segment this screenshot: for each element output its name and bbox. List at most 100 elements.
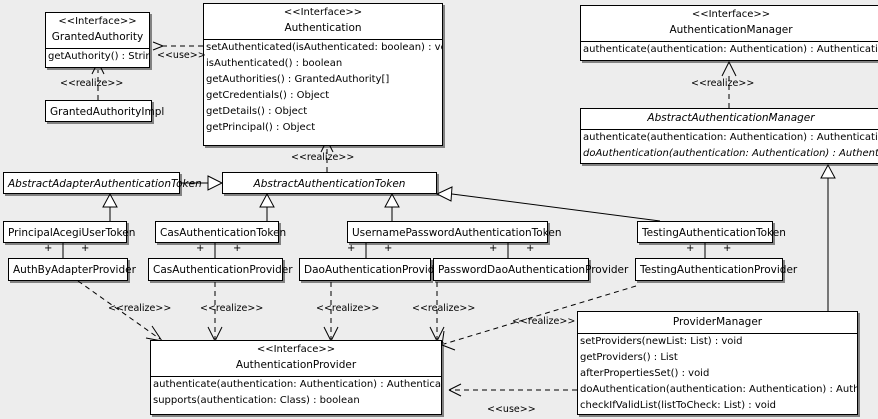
class-header-authentication-provider: <<Interface>> AuthenticationProvider (151, 341, 441, 377)
class-name-label: TestingAuthenticationToken (642, 227, 786, 239)
class-box-granted-authority-impl[interactable]: GrantedAuthorityImpl (45, 100, 165, 124)
class-name-label: AbstractAuthenticationToken (253, 178, 406, 190)
operation-row: doAuthentication(authentication: Authent… (580, 384, 857, 396)
operation-row-abstract: doAuthentication(authentication: Authent… (583, 148, 878, 160)
operation-row: authenticate(authentication: Authenticat… (583, 132, 878, 144)
edge-label-realize-daoauthenticationprovider: <<realize>> (316, 303, 380, 314)
class-box-authentication-manager[interactable]: <<Interface>> AuthenticationManager auth… (580, 5, 878, 61)
operation-row: getAuthorities() : GrantedAuthority[] (206, 73, 390, 85)
operation-row: checkIfValidList(listToCheck: List) : vo… (580, 400, 777, 412)
class-header-auth-by-adapter-provider: AuthByAdapterProvider (9, 259, 136, 282)
class-name-label: PasswordDaoAuthenticationProvider (438, 264, 629, 276)
assoc-plus-principalacegi-right: + (81, 243, 90, 254)
class-header-provider-manager: ProviderManager (578, 312, 857, 335)
class-header-granted-authority: <<Interface>> GrantedAuthority (46, 13, 149, 49)
edge-label-realize-authbyadapterprovider: <<realize>> (108, 303, 172, 314)
class-name-label: AbstractAuthenticationManager (647, 112, 815, 124)
edge-testingauthenticationtoken-extends-abstractauthenticationtoken (435, 186, 661, 222)
class-operations-authentication-provider: authenticate(authentication: Authenticat… (151, 377, 441, 409)
class-name-label: AuthByAdapterProvider (13, 264, 136, 276)
class-name-label: CasAuthenticationProvider (153, 264, 293, 276)
class-name-label: CasAuthenticationToken (160, 227, 287, 239)
class-header-testing-authentication-token: TestingAuthenticationToken (638, 222, 786, 245)
class-name-label: TestingAuthenticationProvider (640, 264, 798, 276)
class-box-principal-acegi-user-token[interactable]: PrincipalAcegiUserToken (3, 221, 136, 245)
class-name-label: AbstractAdapterAuthenticationToken (8, 178, 202, 190)
assoc-plus-dao-right: + (384, 243, 393, 254)
assoc-plus-principalacegi-left: + (44, 243, 53, 254)
class-name-label: AuthenticationManager (669, 23, 793, 36)
operation-row: setProviders(newList: List) : void (580, 336, 743, 348)
class-box-authentication[interactable]: <<Interface>> Authentication setAuthenti… (203, 3, 443, 146)
class-box-testing-authentication-token[interactable]: TestingAuthenticationToken (637, 221, 786, 245)
edge-label-realize-testingauthenticationprovider: <<realize>> (512, 316, 576, 327)
stereotype-label: <<Interface>> (691, 9, 771, 20)
class-box-abstract-adapter-authentication-token[interactable]: AbstractAdapterAuthenticationToken (3, 172, 202, 194)
stereotype-label: <<Interface>> (256, 344, 336, 355)
class-box-username-password-authentication-token[interactable]: UsernamePasswordAuthenticationToken (347, 221, 562, 245)
operation-row: authenticate(authentication: Authenticat… (153, 378, 441, 390)
class-operations-authentication: setAuthenticated(isAuthenticated: boolea… (204, 40, 442, 136)
class-box-provider-manager[interactable]: ProviderManager setProviders(newList: Li… (577, 311, 858, 415)
edge-usernamepasswordtoken-extends-abstractauthenticationtoken (384, 192, 400, 221)
class-header-abstract-authentication-token: AbstractAuthenticationToken (223, 173, 436, 196)
operation-row: getPrincipal() : Object (206, 121, 316, 133)
class-name-label: PrincipalAcegiUserToken (8, 227, 136, 239)
edge-label-realize-abstractauthenticationmanager: <<realize>> (691, 78, 755, 89)
class-operations-provider-manager: setProviders(newList: List) : void getPr… (578, 334, 857, 414)
class-name-label: AuthenticationProvider (235, 358, 357, 371)
assoc-plus-dao-left: + (347, 243, 356, 254)
class-box-password-dao-authentication-provider[interactable]: PasswordDaoAuthenticationProvider (433, 258, 629, 282)
class-header-authentication: <<Interface>> Authentication (204, 4, 442, 40)
operation-row: getCredentials() : Object (206, 89, 330, 101)
class-operations-authentication-manager: authenticate(authentication: Authenticat… (581, 42, 878, 58)
edge-label-use-providermanager-authenticationprovider: <<use>> (487, 404, 536, 415)
class-header-cas-authentication-token: CasAuthenticationToken (156, 222, 287, 245)
class-name-label: Authentication (284, 21, 362, 34)
class-box-abstract-authentication-manager[interactable]: AbstractAuthenticationManager authentica… (580, 108, 878, 164)
class-box-granted-authority[interactable]: <<Interface>> GrantedAuthority getAuthor… (45, 12, 150, 68)
operation-row: isAuthenticated() : boolean (206, 57, 343, 69)
class-header-principal-acegi-user-token: PrincipalAcegiUserToken (4, 222, 136, 245)
operation-row: getDetails() : Object (206, 105, 308, 117)
edge-providermanager-extends-abstractauthenticationmanager (820, 163, 836, 311)
class-name-label: UsernamePasswordAuthenticationToken (352, 227, 562, 239)
stereotype-label: <<Interface>> (283, 7, 363, 18)
class-box-testing-authentication-provider[interactable]: TestingAuthenticationProvider (635, 258, 798, 282)
class-name-label: GrantedAuthority (51, 30, 144, 43)
operation-row: supports(authentication: Class) : boolea… (153, 394, 360, 406)
class-header-cas-authentication-provider: CasAuthenticationProvider (149, 259, 293, 282)
class-box-authentication-provider[interactable]: <<Interface>> AuthenticationProvider aut… (150, 340, 442, 415)
edge-label-use-authentication-grantedauthority: <<use>> (157, 50, 206, 61)
operation-row: getAuthority() : String (48, 50, 149, 62)
class-name-label: ProviderManager (672, 316, 763, 328)
class-header-dao-authentication-provider: DaoAuthenticationProvider (300, 259, 446, 282)
operation-row: setAuthenticated(isAuthenticated: boolea… (206, 41, 442, 53)
assoc-plus-cas-left: + (196, 243, 205, 254)
class-box-cas-authentication-provider[interactable]: CasAuthenticationProvider (148, 258, 293, 282)
stereotype-label: <<Interface>> (58, 16, 137, 27)
edge-authentication-uses-grantedauthority (152, 41, 203, 51)
class-header-granted-authority-impl: GrantedAuthorityImpl (46, 101, 165, 124)
edge-casauthenticationtoken-extends-abstractauthenticationtoken (259, 192, 275, 221)
class-box-dao-authentication-provider[interactable]: DaoAuthenticationProvider (299, 258, 446, 282)
class-name-label: DaoAuthenticationProvider (304, 264, 446, 276)
edge-label-realize-passworddaoauthenticationprovider: <<realize>> (412, 303, 476, 314)
class-header-testing-authentication-provider: TestingAuthenticationProvider (636, 259, 798, 282)
class-operations-granted-authority: getAuthority() : String (46, 49, 149, 65)
assoc-plus-passworddao-right: + (526, 243, 535, 254)
assoc-plus-cas-right: + (233, 243, 242, 254)
assoc-plus-passworddao-left: + (489, 243, 498, 254)
class-operations-abstract-authentication-manager: authenticate(authentication: Authenticat… (581, 130, 878, 162)
class-header-authentication-manager: <<Interface>> AuthenticationManager (581, 6, 878, 42)
class-header-password-dao-authentication-provider: PasswordDaoAuthenticationProvider (434, 259, 629, 282)
edge-label-realize-grantedauthorityimpl: <<realize>> (60, 78, 124, 89)
class-box-cas-authentication-token[interactable]: CasAuthenticationToken (155, 221, 287, 245)
class-header-username-password-authentication-token: UsernamePasswordAuthenticationToken (348, 222, 562, 245)
edge-providermanager-uses-authenticationprovider (448, 383, 577, 397)
edge-label-realize-casauthenticationprovider: <<realize>> (200, 303, 264, 314)
class-header-abstract-authentication-manager: AbstractAuthenticationManager (581, 109, 878, 131)
class-name-label: GrantedAuthorityImpl (50, 106, 165, 118)
class-box-auth-by-adapter-provider[interactable]: AuthByAdapterProvider (8, 258, 136, 282)
class-box-abstract-authentication-token[interactable]: AbstractAuthenticationToken (222, 172, 437, 194)
